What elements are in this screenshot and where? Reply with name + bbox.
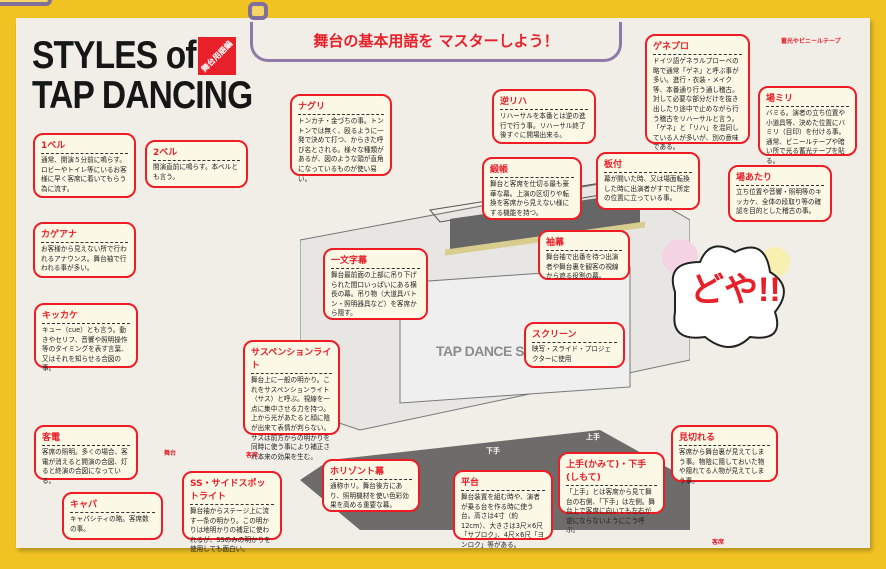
term-heading: 逆リハ bbox=[500, 94, 588, 110]
term-description: 開演直前に鳴らす。本ベルとも言う。 bbox=[153, 163, 238, 181]
speech-burst bbox=[662, 239, 790, 348]
term-heading: スクリーン bbox=[532, 327, 617, 343]
term-heading: キッカケ bbox=[42, 308, 130, 324]
term-box: 一文字幕舞台最前面の上部に吊り下げられた間口いっぱいにある横長の幕。吊り物（大道… bbox=[323, 248, 428, 320]
term-heading: 場あたり bbox=[736, 170, 824, 186]
term-description: 通称ホリ。舞台後方にあり、照明機材を使い色彩効果を高める重要な幕。 bbox=[330, 482, 409, 510]
term-description: 舞台上に一般の明かり。これをサスペンションライト（サス）と呼ぶ。視線を一点に集中… bbox=[251, 376, 331, 461]
term-heading: キャパ bbox=[70, 497, 155, 513]
term-box: 逆リハリハーサルを本番とは逆の進行で行う事。リハーサル終了後すぐに開場出来る。 bbox=[492, 89, 596, 144]
kamite-label: 上手 bbox=[586, 433, 600, 441]
term-box: ゲネプロドイツ語ゲネラルプローベの略で通常「ゲネ」と呼ぶ事が多い。進行・衣装・メ… bbox=[645, 34, 750, 151]
term-heading: 一文字幕 bbox=[331, 253, 420, 269]
kyakuseki-label-2: 客席 bbox=[712, 539, 725, 546]
term-box: 2ベル開演直前に鳴らす。本ベルとも言う。 bbox=[145, 140, 248, 188]
term-heading: SS・サイドスポットライト bbox=[190, 476, 274, 505]
term-box: 平台舞台装置を組む時や、演者が乗る台を作る時に使う台。高さは4寸（約12cm）、… bbox=[453, 470, 553, 549]
term-box: SS・サイドスポットライト舞台袖からステージ上に流す一条の明かり。この明かりは地… bbox=[182, 471, 282, 553]
term-box: 場あたり立ち位置や音響・照明等のキッカケ、全体の段取り等の確認を目的とした稽古の… bbox=[728, 165, 832, 222]
kyakuseki-label: 客席 bbox=[246, 452, 259, 459]
term-box: 板付幕が開いた時、又は場面転換した時に出演者がすでに所定の位置に立っている事。 bbox=[596, 152, 700, 210]
term-description: 舞台最前面の上部に吊り下げられた間口いっぱいにある横長の幕。吊り物（大道具バトン… bbox=[331, 271, 417, 318]
term-box: カゲアナお客様から見えない所で行われるアナウンス。舞台袖で行われる事が多い。 bbox=[33, 222, 136, 278]
term-heading: ゲネプロ bbox=[653, 39, 742, 55]
term-description: 幕が開いた時、又は場面転換した時に出演者がすでに所定の位置に立っている事。 bbox=[604, 175, 690, 203]
term-box: 緞帳舞台と客席を仕切る最も豪華な幕。上演の区切りや転換を客席から見えない様にする… bbox=[482, 157, 582, 220]
term-description: お客様から見えない所で行われるアナウンス。舞台袖で行われる事が多い。 bbox=[41, 245, 127, 273]
term-box: 客電客席の照明。多くの場合、客電が消えると開演の合図、灯ると終演の合図になってい… bbox=[34, 425, 138, 485]
term-heading: 上手(かみて)・下手(しもて) bbox=[566, 457, 657, 486]
term-description: キュー（cue）とも言う。動きやセリフ、音響や照明操作等のタイミングを表す言葉、… bbox=[42, 326, 128, 373]
doya-exclamation: どや!! bbox=[690, 271, 781, 309]
term-heading: 板付 bbox=[604, 157, 692, 173]
term-box: 袖幕舞台袖で出番を待つ出演者や舞台裏を観客の視線から遮る役割の幕。 bbox=[538, 230, 630, 280]
term-box: ナグリトンカチ・金づちの事。トントンでは無く、殴るように一発で決めて打つ、からき… bbox=[290, 94, 392, 183]
term-box: 1ベル通常、開演５分前に鳴らす。ロビーやトイレ等にいるお客様に早く客席に着いても… bbox=[33, 133, 136, 198]
term-box: スクリーン映写・スライド・プロジェクターに使用 bbox=[524, 322, 625, 368]
term-heading: 2ベル bbox=[153, 145, 240, 161]
term-description: 舞台装置を組む時や、演者が乗る台を作る時に使う台。高さは4寸（約12cm）、大き… bbox=[461, 493, 545, 549]
term-heading: 緞帳 bbox=[490, 162, 574, 178]
term-description: 舞台袖からステージ上に流す一条の明かり。この明かりは地明かりの補足に使われるが、… bbox=[190, 507, 271, 554]
term-box: キャパキャパシティの略。客席数の事。 bbox=[62, 492, 163, 540]
term-description: バミる。演者の立ち位置や小道具等、決めた位置にバミリ（目印）を付ける事。通常、ビ… bbox=[766, 109, 846, 165]
term-description: 映写・スライド・プロジェクターに使用 bbox=[532, 345, 612, 363]
term-description: キャパシティの略。客席数の事。 bbox=[70, 515, 149, 533]
term-heading: 場ミリ bbox=[766, 91, 849, 107]
headline-banner: 舞台の基本用語を マスターしよう！ bbox=[250, 22, 622, 62]
term-description: トンカチ・金づちの事。トントンでは無く、殴るように一発で決めて打つ、からきた呼び… bbox=[298, 117, 384, 183]
term-description: 通常、開演５分前に鳴らす。ロビーやトイレ等にいるお客様に早く客席に着いてもらう為… bbox=[41, 156, 127, 193]
term-heading: 客電 bbox=[42, 430, 130, 446]
term-heading: サスペンションライト bbox=[251, 345, 332, 374]
term-heading: 見切れる bbox=[679, 430, 770, 446]
term-heading: ナグリ bbox=[298, 99, 384, 115]
term-description: ドイツ語ゲネラルプローベの略で通常「ゲネ」と呼ぶ事が多い。進行・衣装・メイク等、… bbox=[653, 57, 739, 152]
term-description: リハーサルを本番とは逆の進行で行う事。リハーサル終了後すぐに開場出来る。 bbox=[500, 112, 586, 140]
term-description: 客席から舞台裏が見えてしまう事。物陰に隠しておいた物や隠れてる人物が見えてしまう… bbox=[679, 448, 765, 485]
term-description: 客席の照明。多くの場合、客電が消えると開演の合図、灯ると終演の合図になっている。 bbox=[42, 448, 128, 485]
term-description: 立ち位置や音響・照明等のキッカケ、全体の段取り等の確認を目的とした稽古の事。 bbox=[736, 188, 822, 216]
butai-label: 舞台 bbox=[164, 450, 177, 457]
term-box: ホリゾント幕通称ホリ。舞台後方にあり、照明機材を使い色彩効果を高める重要な幕。 bbox=[322, 459, 420, 512]
term-description: 舞台袖で出番を待つ出演者や舞台裏を観客の視線から遮る役割の幕。 bbox=[546, 253, 619, 281]
term-heading: 1ベル bbox=[41, 138, 128, 154]
term-box: 場ミリバミる。演者の立ち位置や小道具等、決めた位置にバミリ（目印）を付ける事。通… bbox=[758, 86, 857, 165]
term-box: 見切れる客席から舞台裏が見えてしまう事。物陰に隠しておいた物や隠れてる人物が見え… bbox=[671, 425, 778, 485]
term-heading: ホリゾント幕 bbox=[330, 464, 412, 480]
term-heading: 平台 bbox=[461, 475, 545, 491]
term-box: 上手(かみて)・下手(しもて)「上手」とは客席から見て舞台の右側、「下手」は左側… bbox=[558, 452, 665, 534]
clip-left bbox=[0, 0, 52, 6]
shimote-label: 下手 bbox=[486, 447, 500, 455]
term-description: 舞台と客席を仕切る最も豪華な幕。上演の区切りや転換を客席から見えない様にする機能… bbox=[490, 180, 570, 217]
term-description: 「上手」とは客席から見て舞台の右側、「下手」は左側。舞台上で客席に向いても左右が… bbox=[566, 488, 656, 535]
chikko-label: 蓄光やビニールテープ bbox=[781, 38, 841, 45]
category-badge: 舞台用語編 bbox=[198, 37, 236, 75]
term-box: サスペンションライト舞台上に一般の明かり。これをサスペンションライト（サス）と呼… bbox=[243, 340, 340, 461]
clip-center bbox=[248, 2, 268, 20]
term-box: キッカケキュー（cue）とも言う。動きやセリフ、音響や照明操作等のタイミングを表… bbox=[34, 303, 138, 372]
term-heading: 袖幕 bbox=[546, 235, 622, 251]
term-heading: カゲアナ bbox=[41, 227, 128, 243]
